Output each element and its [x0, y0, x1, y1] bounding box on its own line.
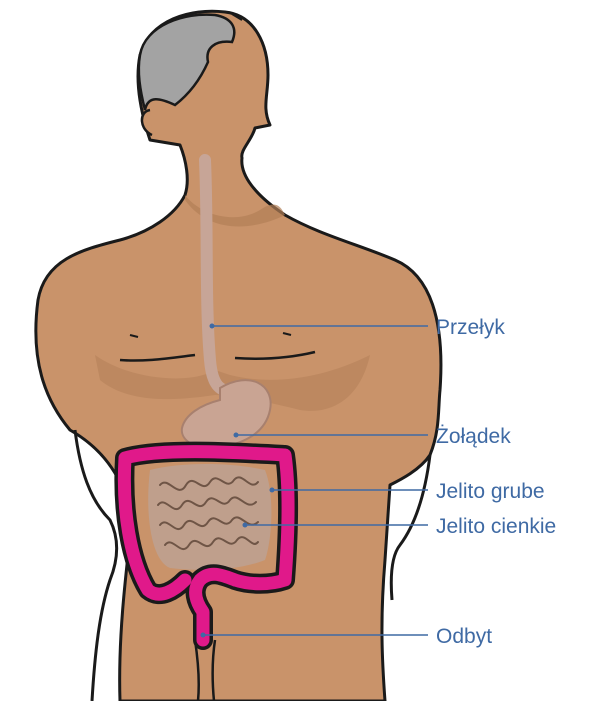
- label-anus: Odbyt: [436, 625, 492, 648]
- small-intestine: [148, 464, 271, 570]
- label-large-intestine: Jelito grube: [436, 480, 545, 503]
- label-esophagus: Przełyk: [436, 316, 505, 339]
- label-stomach: Żołądek: [436, 425, 511, 448]
- left-arm: [75, 430, 117, 701]
- label-small-intestine: Jelito cienkie: [436, 515, 556, 538]
- labels: Przełyk Żołądek Jelito grube Jelito cien…: [436, 316, 556, 648]
- human-figure: [36, 11, 441, 701]
